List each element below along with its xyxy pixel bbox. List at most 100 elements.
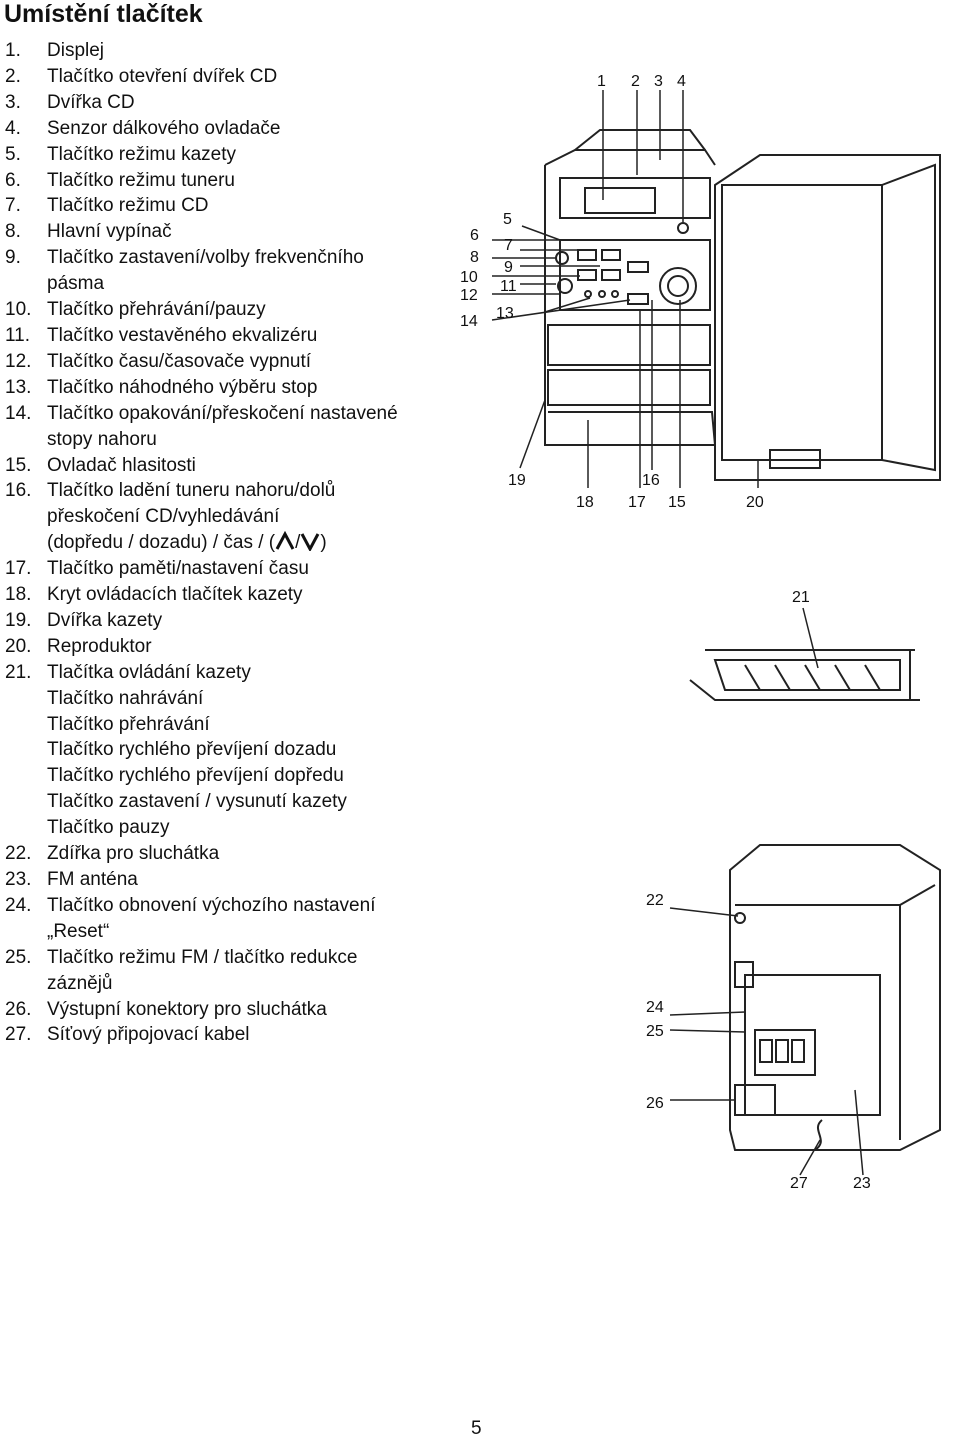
item-text: Tlačítko náhodného výběru stop <box>47 376 318 398</box>
list-item: 5. Tlačítko režimu kazety <box>0 142 450 168</box>
callout-17: 17 <box>628 494 646 511</box>
front-view-diagram: 1 2 3 4 5 6 7 8 9 10 11 12 13 14 19 16 1… <box>460 73 941 511</box>
cassette-controls-diagram: 21 <box>689 589 920 701</box>
item-text: Dvířka CD <box>47 91 135 113</box>
item-number: 24. <box>5 894 32 916</box>
item-number: 22. <box>5 843 32 865</box>
item-text-continued: „Reset“ <box>47 920 110 942</box>
item-text: Tlačítko opakování/přeskočení nastavené <box>47 402 398 424</box>
item-text: Tlačítko režimu tuneru <box>47 169 235 191</box>
callout-20: 20 <box>746 494 764 511</box>
item-number: 27. <box>5 1024 32 1046</box>
sub-item: Tlačítko zastavení / vysunutí kazety <box>47 791 347 813</box>
item-text: Tlačítko režimu CD <box>47 195 209 217</box>
item-number: 5. <box>5 143 21 165</box>
item-number: 12. <box>5 350 32 372</box>
list-item: 19. Dvířka kazety <box>0 608 450 634</box>
item-number: 19. <box>5 609 32 631</box>
callout-8: 8 <box>470 249 479 266</box>
callout-22: 22 <box>646 892 664 909</box>
sub-item: Tlačítko pauzy <box>47 817 170 839</box>
list-item: 24. Tlačítko obnovení výchozího nastavení… <box>0 893 450 945</box>
item-text: Dvířka kazety <box>47 609 163 631</box>
list-item: 3.Dvířka CD <box>0 90 450 116</box>
callout-10: 10 <box>460 269 478 286</box>
callout-3: 3 <box>654 73 663 90</box>
item-number: 23. <box>5 869 32 890</box>
item-text: Tlačítka ovládání kazety <box>47 661 251 683</box>
callout-6: 6 <box>470 227 479 244</box>
list-item: 14.Tlačítko opakování/přeskočení nastave… <box>0 401 450 453</box>
callout-15: 15 <box>668 494 686 511</box>
callout-24: 24 <box>646 999 664 1016</box>
item-text: Tlačítko obnovení výchozího nastavení <box>47 894 376 916</box>
item-text: Tlačítko režimu FM / tlačítko redukce <box>47 946 358 968</box>
callout-21: 21 <box>792 589 810 606</box>
item-text: FM anténa <box>47 869 138 890</box>
list-item: 18.Kryt ovládacích tlačítek kazety <box>0 582 450 608</box>
item-text: Tlačítko vestavěného ekvalizéru <box>47 324 318 346</box>
list-item: 26.Výstupní konektory pro sluchátka <box>0 997 450 1023</box>
item-text: Tlačítko režimu kazety <box>47 143 236 165</box>
list-item: 15.Ovladač hlasitosti <box>0 453 450 479</box>
item-text-continued: ) <box>320 532 327 554</box>
item-text: Senzor dálkového ovladače <box>47 117 281 139</box>
callout-4: 4 <box>677 73 686 90</box>
item-number: 16. <box>5 480 32 502</box>
chevron-down-icon <box>301 533 320 552</box>
item-text: Ovladač hlasitosti <box>47 454 196 476</box>
item-number: 1. <box>5 40 21 61</box>
list-item: 11.Tlačítko vestavěného ekvalizéru <box>0 323 450 349</box>
item-text: Tlačítko paměti/nastavení času <box>47 558 309 580</box>
item-text-continued: (dopředu / dozadu) / čas / ( <box>47 532 276 554</box>
item-text-continued: přeskočení CD/vyhledávání <box>47 506 280 528</box>
item-text-continued: / <box>295 532 301 554</box>
sub-item: Tlačítko rychlého převíjení dozadu <box>47 739 337 761</box>
list-item: 1. Displej <box>0 38 450 64</box>
item-text-continued: záznějů <box>47 972 113 994</box>
item-text: Tlačítko času/časovače vypnutí <box>47 350 312 372</box>
callout-18: 18 <box>576 494 594 511</box>
item-text: Síťový připojovací kabel <box>47 1024 250 1046</box>
page-title: Umístění tlačítek <box>4 0 203 28</box>
callout-2: 2 <box>631 73 640 90</box>
list-item: 21.Tlačítka ovládání kazety Tlačítko nah… <box>0 660 450 841</box>
item-text-continued: pásma <box>47 273 105 295</box>
list-item: 23. FM anténa <box>0 867 450 893</box>
item-text: Zdířka pro sluchátka <box>47 843 220 865</box>
item-text: Tlačítko přehrávání/pauzy <box>47 299 266 321</box>
item-text: Výstupní konektory pro sluchátka <box>47 998 327 1020</box>
item-text-continued: stopy nahoru <box>47 428 157 450</box>
list-item: 22. Zdířka pro sluchátka <box>0 841 450 867</box>
callout-7: 7 <box>504 237 513 254</box>
item-number: 13. <box>5 376 32 398</box>
item-number: 4. <box>5 117 21 139</box>
item-number: 17. <box>5 558 32 580</box>
list-item: 13. Tlačítko náhodného výběru stop <box>0 375 450 401</box>
callout-11: 11 <box>500 278 517 295</box>
list-item: 20. Reproduktor <box>0 634 450 660</box>
item-number: 20. <box>5 635 32 657</box>
chevron-up-icon <box>275 531 295 550</box>
list-item: 8.Hlavní vypínač <box>0 219 450 245</box>
list-item: 10. Tlačítko přehrávání/pauzy <box>0 297 450 323</box>
item-text: Tlačítko otevření dvířek CD <box>47 65 278 87</box>
callout-27: 27 <box>790 1175 808 1192</box>
item-number: 9. <box>5 247 21 269</box>
item-number: 10. <box>5 299 32 321</box>
list-item: 7. Tlačítko režimu CD <box>0 193 450 219</box>
list-item: 17. Tlačítko paměti/nastavení času <box>0 556 450 582</box>
item-number: 21. <box>5 661 32 683</box>
item-number: 18. <box>5 584 32 606</box>
callout-23: 23 <box>853 1175 871 1192</box>
callout-9: 9 <box>504 259 513 276</box>
item-number: 7. <box>5 195 21 217</box>
item-text: Reproduktor <box>47 635 152 657</box>
list-item: 4. Senzor dálkového ovladače <box>0 116 450 142</box>
item-text: Displej <box>47 40 105 61</box>
list-item: 12. Tlačítko času/časovače vypnutí <box>0 349 450 375</box>
callout-16: 16 <box>642 472 660 489</box>
item-text: Hlavní vypínač <box>47 221 172 243</box>
sub-item: Tlačítko rychlého převíjení dopředu <box>47 765 344 787</box>
